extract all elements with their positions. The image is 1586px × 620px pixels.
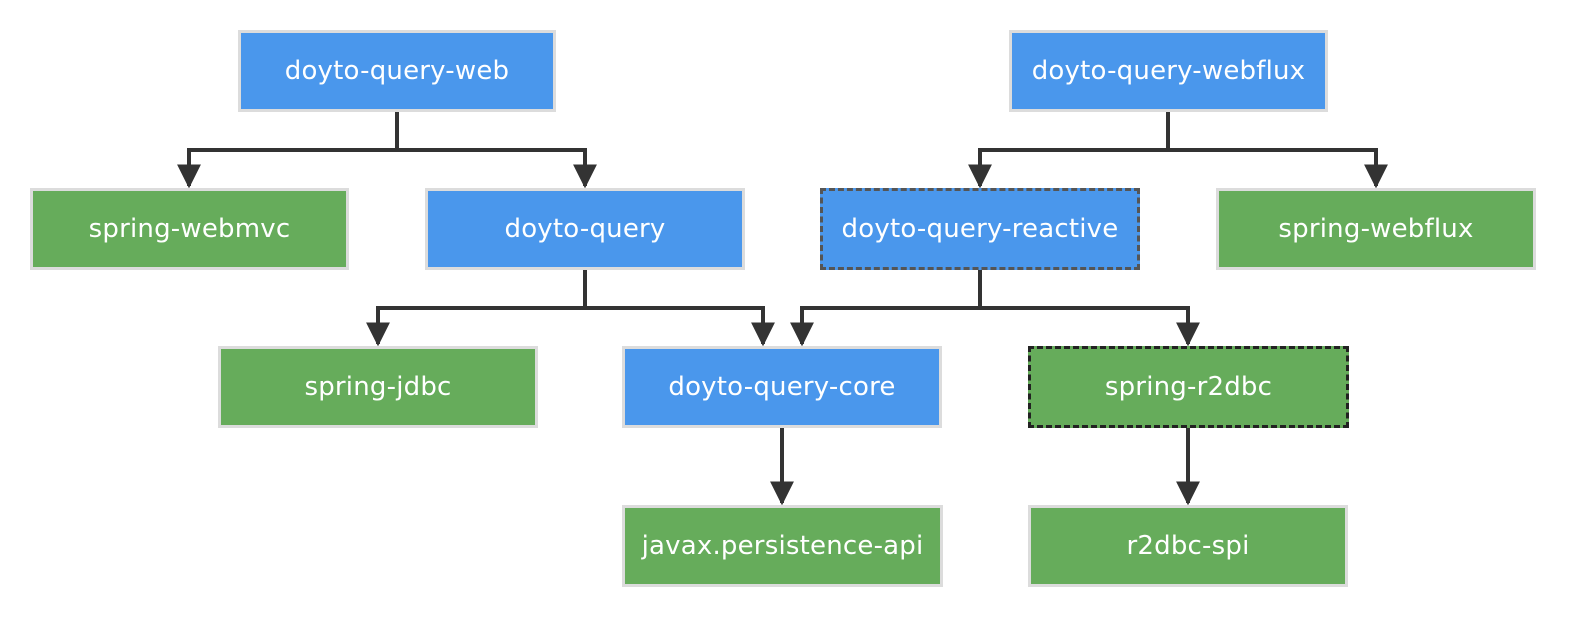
edge-query-to-jdbc: [366, 270, 587, 347]
node-label: doyto-query-web: [284, 56, 510, 86]
edge-query-to-core: [585, 306, 775, 347]
node-label: spring-webflux: [1278, 214, 1474, 244]
node-doyto-query: doyto-query: [425, 188, 745, 270]
node-label: spring-jdbc: [304, 372, 452, 402]
edge-reactive-to-r2dbc: [980, 306, 1200, 347]
node-label: doyto-query-core: [668, 372, 896, 402]
node-spring-webmvc: spring-webmvc: [30, 188, 349, 270]
node-doyto-query-reactive: doyto-query-reactive: [820, 188, 1140, 270]
node-doyto-query-web: doyto-query-web: [238, 30, 556, 112]
edge-reactive-to-core: [790, 270, 982, 347]
node-spring-webflux: spring-webflux: [1216, 188, 1536, 270]
node-javax-persistence-api: javax.persistence-api: [622, 505, 943, 587]
node-r2dbc-spi: r2dbc-spi: [1028, 505, 1348, 587]
node-label: doyto-query: [504, 214, 666, 244]
node-label: doyto-query-reactive: [841, 214, 1119, 244]
node-label: spring-webmvc: [88, 214, 291, 244]
edge-webflux-to-reactive: [968, 112, 1170, 189]
node-label: r2dbc-spi: [1126, 531, 1250, 561]
node-spring-jdbc: spring-jdbc: [218, 346, 538, 428]
node-spring-r2dbc: spring-r2dbc: [1028, 346, 1349, 428]
node-doyto-query-webflux: doyto-query-webflux: [1009, 30, 1328, 112]
node-label: javax.persistence-api: [641, 531, 924, 561]
node-label: doyto-query-webflux: [1031, 56, 1306, 86]
node-doyto-query-core: doyto-query-core: [622, 346, 942, 428]
edge-web-to-webmvc: [177, 112, 399, 189]
node-label: spring-r2dbc: [1104, 372, 1273, 402]
edge-webflux-to-spring-webflux: [1168, 148, 1388, 189]
edge-web-to-query: [397, 148, 597, 189]
